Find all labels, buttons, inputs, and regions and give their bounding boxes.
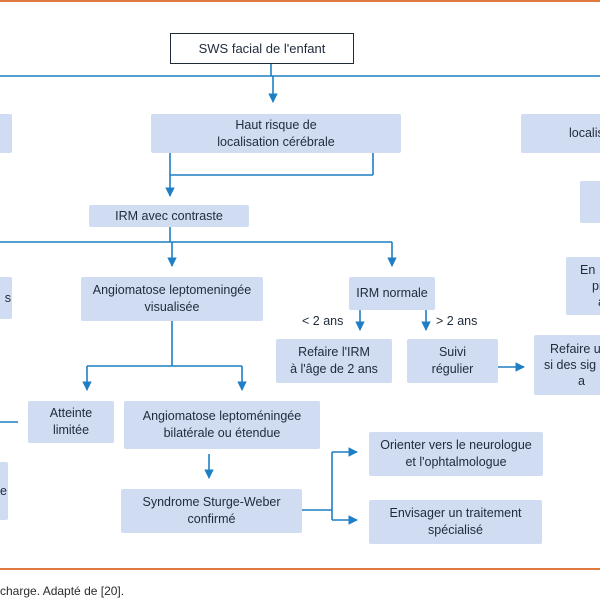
node-angiomatose-visualisee: Angiomatose leptomeningée visualisée xyxy=(81,277,263,321)
node-neurologue-line-1: Orienter vers le neurologue xyxy=(380,438,532,452)
node-suivi-line-1: Suivi xyxy=(438,345,467,359)
node-angiomatose-visualisee-line-2: visualisée xyxy=(144,300,200,314)
node-left-partial-2: s xyxy=(0,277,12,319)
node-traitement-line-2: spécialisé xyxy=(428,523,483,537)
node-high-risk-line-1: Haut risque de xyxy=(235,117,317,132)
node-right-partial-4: Refaire u si des sig a xyxy=(534,335,600,395)
node-sturge-weber: Syndrome Sturge-Weber confirmé xyxy=(121,489,302,533)
node-atteinte-limitee: Atteinte limitée xyxy=(28,401,114,443)
node-atteinte-limitee-line-2: limitée xyxy=(52,423,90,437)
node-left-partial-3: e xyxy=(0,462,8,520)
node-neurologue: Orienter vers le neurologue et l'ophtalm… xyxy=(369,432,543,476)
node-left-partial-1 xyxy=(0,114,12,153)
node-right-partial-4-line-2: si des sig xyxy=(544,358,597,372)
node-traitement-line-1: Envisager un traitement xyxy=(389,506,522,520)
node-right-partial-1-line-2: localisation cérébrale xyxy=(569,126,600,140)
node-angiomatose-visualisee-line-1: Angiomatose leptomeningée xyxy=(92,283,252,297)
node-right-partial-4-line-1: Refaire u xyxy=(550,342,600,356)
node-suivi: Suivi régulier xyxy=(407,339,498,383)
node-atteinte-limitee-line-1: Atteinte xyxy=(49,406,93,420)
node-refaire-irm: Refaire l'IRM à l'âge de 2 ans xyxy=(276,339,392,383)
node-sturge-weber-line-2: confirmé xyxy=(187,512,236,526)
node-high-risk-line-2: localisation cérébrale xyxy=(217,134,335,149)
node-root-text: SWS facial de l'enfant xyxy=(198,41,326,56)
top-rule xyxy=(0,0,600,2)
node-irm-normale: IRM normale xyxy=(349,277,435,310)
node-right-partial-3-line-3: a xyxy=(580,294,600,310)
node-high-risk: Haut risque de localisation cérébrale xyxy=(151,114,401,153)
node-right-partial-1: localisation cérébrale xyxy=(521,114,600,153)
node-right-partial-3-line-1: En xyxy=(580,263,596,277)
edge-label-under-2: < 2 ans xyxy=(302,314,344,328)
node-angiomatose-bilaterale-line-1: Angiomatose leptoméningée xyxy=(142,409,302,423)
node-right-partial-4-line-3: a xyxy=(578,374,585,388)
node-sturge-weber-line-1: Syndrome Sturge-Weber xyxy=(142,495,281,509)
node-angiomatose-bilaterale: Angiomatose leptoméningée bilatérale ou … xyxy=(124,401,320,449)
node-right-partial-3-line-2: pr xyxy=(592,279,600,293)
node-root: SWS facial de l'enfant xyxy=(170,33,354,64)
node-left-partial-2-text: s xyxy=(4,290,11,305)
node-neurologue-line-2: et l'ophtalmologue xyxy=(405,455,507,469)
caption-footnote: charge. Adapté de [20]. xyxy=(0,584,125,598)
edge-label-over-2: > 2 ans xyxy=(436,314,478,328)
node-left-partial-3-text: e xyxy=(0,483,7,498)
node-irm-normale-text: IRM normale xyxy=(356,286,428,300)
node-right-partial-3: En pr a xyxy=(566,257,600,315)
node-irm-contrast-text: IRM avec contraste xyxy=(115,208,223,223)
node-refaire-irm-line-2: à l'âge de 2 ans xyxy=(290,362,378,376)
node-traitement: Envisager un traitement spécialisé xyxy=(369,500,542,544)
node-angiomatose-bilaterale-line-2: bilatérale ou étendue xyxy=(163,426,281,440)
node-irm-contrast: IRM avec contraste xyxy=(89,205,249,227)
bottom-rule xyxy=(0,568,600,570)
node-suivi-line-2: régulier xyxy=(431,362,474,376)
node-refaire-irm-line-1: Refaire l'IRM xyxy=(298,345,370,359)
node-right-partial-2 xyxy=(580,181,600,223)
